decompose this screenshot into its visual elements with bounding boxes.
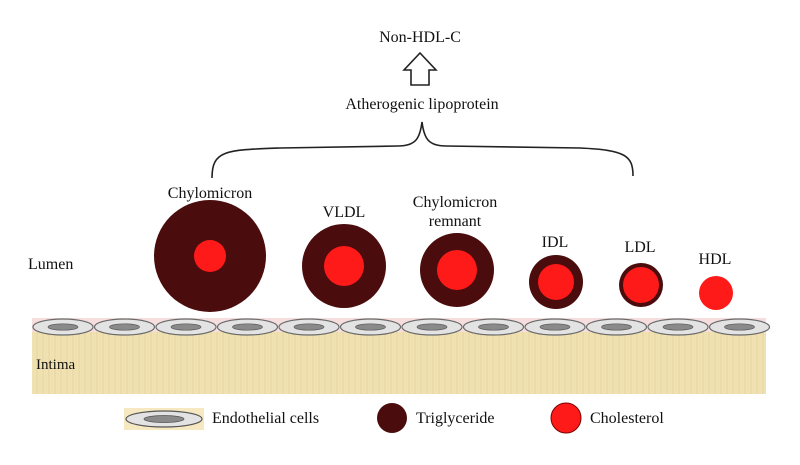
- chylomicron-remnant-particle: [420, 233, 494, 307]
- endothelial-cell: [155, 318, 217, 336]
- atherogenic-lipoprotein-label: Atherogenic lipoprotein: [345, 96, 499, 113]
- grouping-brace: [211, 121, 634, 179]
- lumen-label: Lumen: [28, 256, 74, 273]
- intima-label: Intima: [36, 357, 76, 373]
- hdl-cholesterol-core: [699, 276, 733, 310]
- endothelial-cell: [462, 318, 525, 336]
- chylomicron-particle: [154, 200, 266, 312]
- up-arrow-icon: [402, 51, 438, 86]
- endothelial-cell: [401, 318, 463, 336]
- chylomicron-remnant-label-line1: Chylomicron: [412, 194, 498, 211]
- ldl-label: LDL: [624, 239, 656, 256]
- intima-layer: [32, 332, 766, 394]
- legend-endothelial-icon: [124, 408, 204, 430]
- chylomicron-label: Chylomicron: [167, 185, 253, 202]
- hdl-label: HDL: [698, 251, 732, 268]
- endothelial-cell: [524, 318, 586, 336]
- endothelial-cell: [93, 318, 156, 336]
- vldl-label: VLDL: [322, 204, 366, 221]
- ldl-cholesterol-core: [623, 267, 659, 303]
- legend-cholesterol-icon: [550, 402, 582, 434]
- hdl-particle: [699, 276, 733, 310]
- vldl-particle: [302, 224, 386, 308]
- endothelial-cell: [339, 318, 402, 336]
- idl-particle: [529, 255, 583, 309]
- vldl-cholesterol-core: [324, 246, 364, 286]
- non-hdl-c-label: Non-HDL-C: [379, 29, 461, 46]
- ldl-particle: [619, 263, 663, 307]
- chylomicron-remnant-cholesterol-core: [437, 250, 477, 290]
- legend-cholesterol-label: Cholesterol: [590, 410, 664, 427]
- endothelial-cell: [647, 318, 709, 336]
- idl-label: IDL: [541, 234, 569, 251]
- endothelial-cell: [216, 318, 279, 336]
- endothelial-cell: [708, 318, 771, 336]
- lipoprotein-particles: [154, 200, 733, 312]
- legend-triglyceride-label: Triglyceride: [416, 410, 495, 427]
- chylomicron-remnant-label-line2: remnant: [428, 213, 482, 230]
- chylomicron-cholesterol-core: [194, 240, 226, 272]
- endothelial-cell: [585, 318, 648, 336]
- endothelial-cell-row: [32, 318, 771, 336]
- endothelial-cell: [278, 318, 340, 336]
- idl-cholesterol-core: [538, 264, 574, 300]
- legend-triglyceride-icon: [377, 403, 407, 433]
- endothelial-cell: [32, 318, 94, 336]
- chylomicron-remnant-label: Chylomicron remnant: [413, 193, 497, 231]
- legend-endothelial-label: Endothelial cells: [212, 410, 320, 427]
